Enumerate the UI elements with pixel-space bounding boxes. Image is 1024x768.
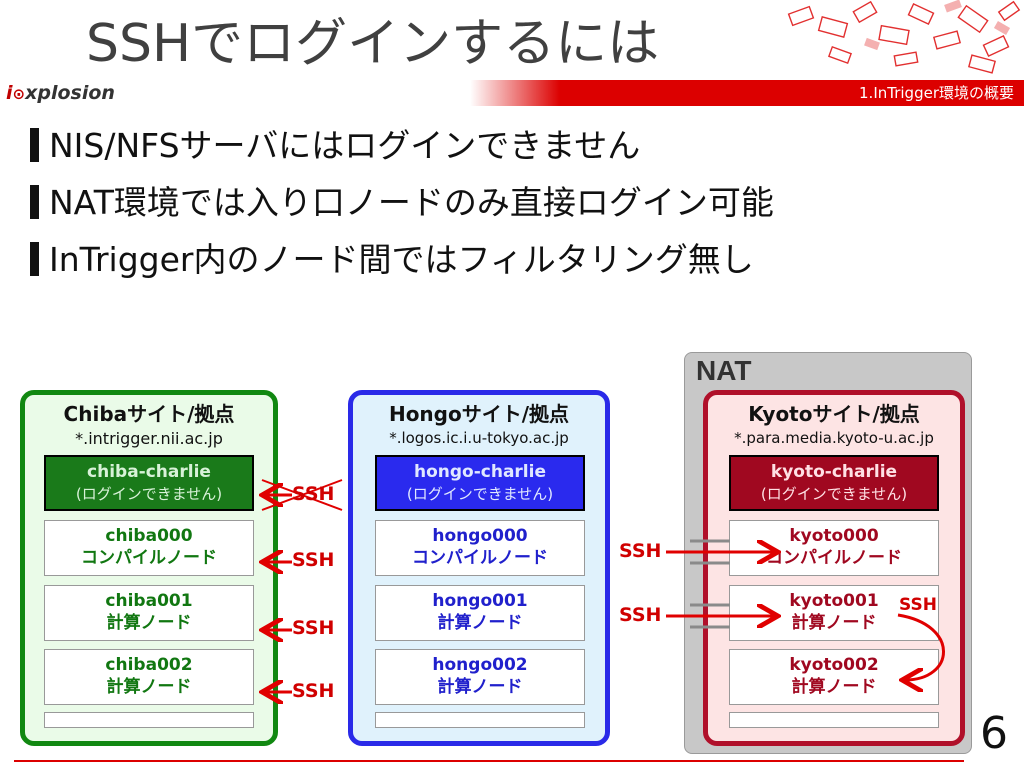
ssh-label-kyoto-internal: SSH [899, 595, 937, 615]
site-domain-chiba: *.intrigger.nii.ac.jp [75, 429, 223, 448]
decorative-pattern [787, 0, 1021, 74]
site-title-hongo: Hongoサイト/拠点 [388, 402, 570, 426]
footer-line [14, 760, 964, 762]
page-number: 6 [980, 708, 1008, 759]
node-hongo-charlie[interactable]: hongo-charlie(ログインできません) [375, 455, 585, 511]
site-title-chiba: Chibaサイト/拠点 [63, 402, 235, 426]
header-banner-left [0, 80, 470, 106]
node-chiba-empty [44, 712, 254, 728]
bullet-item: NAT環境では入り口ノードのみ直接ログイン可能 [30, 183, 774, 223]
node-hongo-empty [375, 712, 585, 728]
explosion-logo: i⊙xplosion [6, 82, 115, 104]
node-chiba-charlie[interactable]: chiba-charlie(ログインできません) [44, 455, 254, 511]
bullet-marker [30, 242, 39, 276]
bullet-item: NIS/NFSサーバにはログインできません [30, 126, 640, 166]
node-kyoto-charlie[interactable]: kyoto-charlie(ログインできません) [729, 455, 939, 511]
bullet-item: InTrigger内のノード間ではフィルタリング無し [30, 240, 754, 280]
site-title-kyoto: Kyotoサイト/拠点 [748, 402, 920, 426]
ssh-label-chiba002: SSH [292, 680, 335, 702]
bullet-marker [30, 128, 39, 162]
ssh-label-chiba000: SSH [292, 549, 335, 571]
section-label: 1.InTrigger環境の概要 [859, 84, 1014, 102]
ssh-label-kyoto001: SSH [619, 604, 662, 626]
ssh-label-chiba-charlie: SSH [292, 483, 335, 505]
site-domain-hongo: *.logos.ic.i.u-tokyo.ac.jp [389, 429, 569, 447]
ssh-label-chiba001: SSH [292, 617, 335, 639]
header-banner-fade [470, 80, 560, 106]
ssh-label-kyoto000: SSH [619, 540, 662, 562]
node-kyoto-empty [729, 712, 939, 728]
nat-label: NAT [696, 355, 752, 386]
bullet-marker [30, 185, 39, 219]
slide-title: SSHでログインするには [86, 14, 660, 74]
site-domain-kyoto: *.para.media.kyoto-u.ac.jp [734, 429, 934, 447]
